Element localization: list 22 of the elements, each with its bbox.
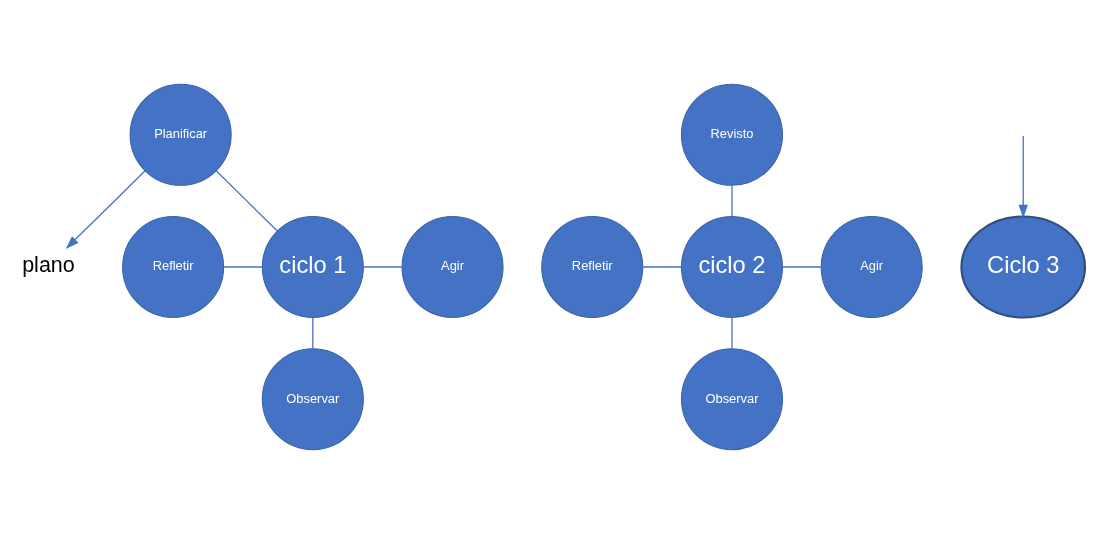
connector <box>642 265 682 268</box>
connector <box>362 265 403 268</box>
connector <box>223 265 263 268</box>
node-text: plano <box>22 252 75 277</box>
connector <box>215 169 278 231</box>
node-circle: Agir <box>401 215 504 318</box>
connector <box>782 265 822 268</box>
connector <box>731 184 733 217</box>
node-circle: Refletir <box>122 215 225 318</box>
node-circle: Refletir <box>541 215 644 318</box>
node-circle: Observar <box>261 347 364 450</box>
node-circle: Revisto <box>680 83 783 186</box>
arrow <box>65 169 146 249</box>
node-circle: Planificar <box>129 83 232 186</box>
node-circle: Agir <box>820 215 923 318</box>
node-ellipse: Ciclo 3 <box>960 214 1087 319</box>
connector <box>312 316 314 349</box>
arrow <box>1018 134 1028 218</box>
node-circle: Observar <box>680 347 783 450</box>
node-circle: ciclo 2 <box>680 215 783 318</box>
connector <box>731 316 733 349</box>
node-circle: ciclo 1 <box>261 215 364 318</box>
